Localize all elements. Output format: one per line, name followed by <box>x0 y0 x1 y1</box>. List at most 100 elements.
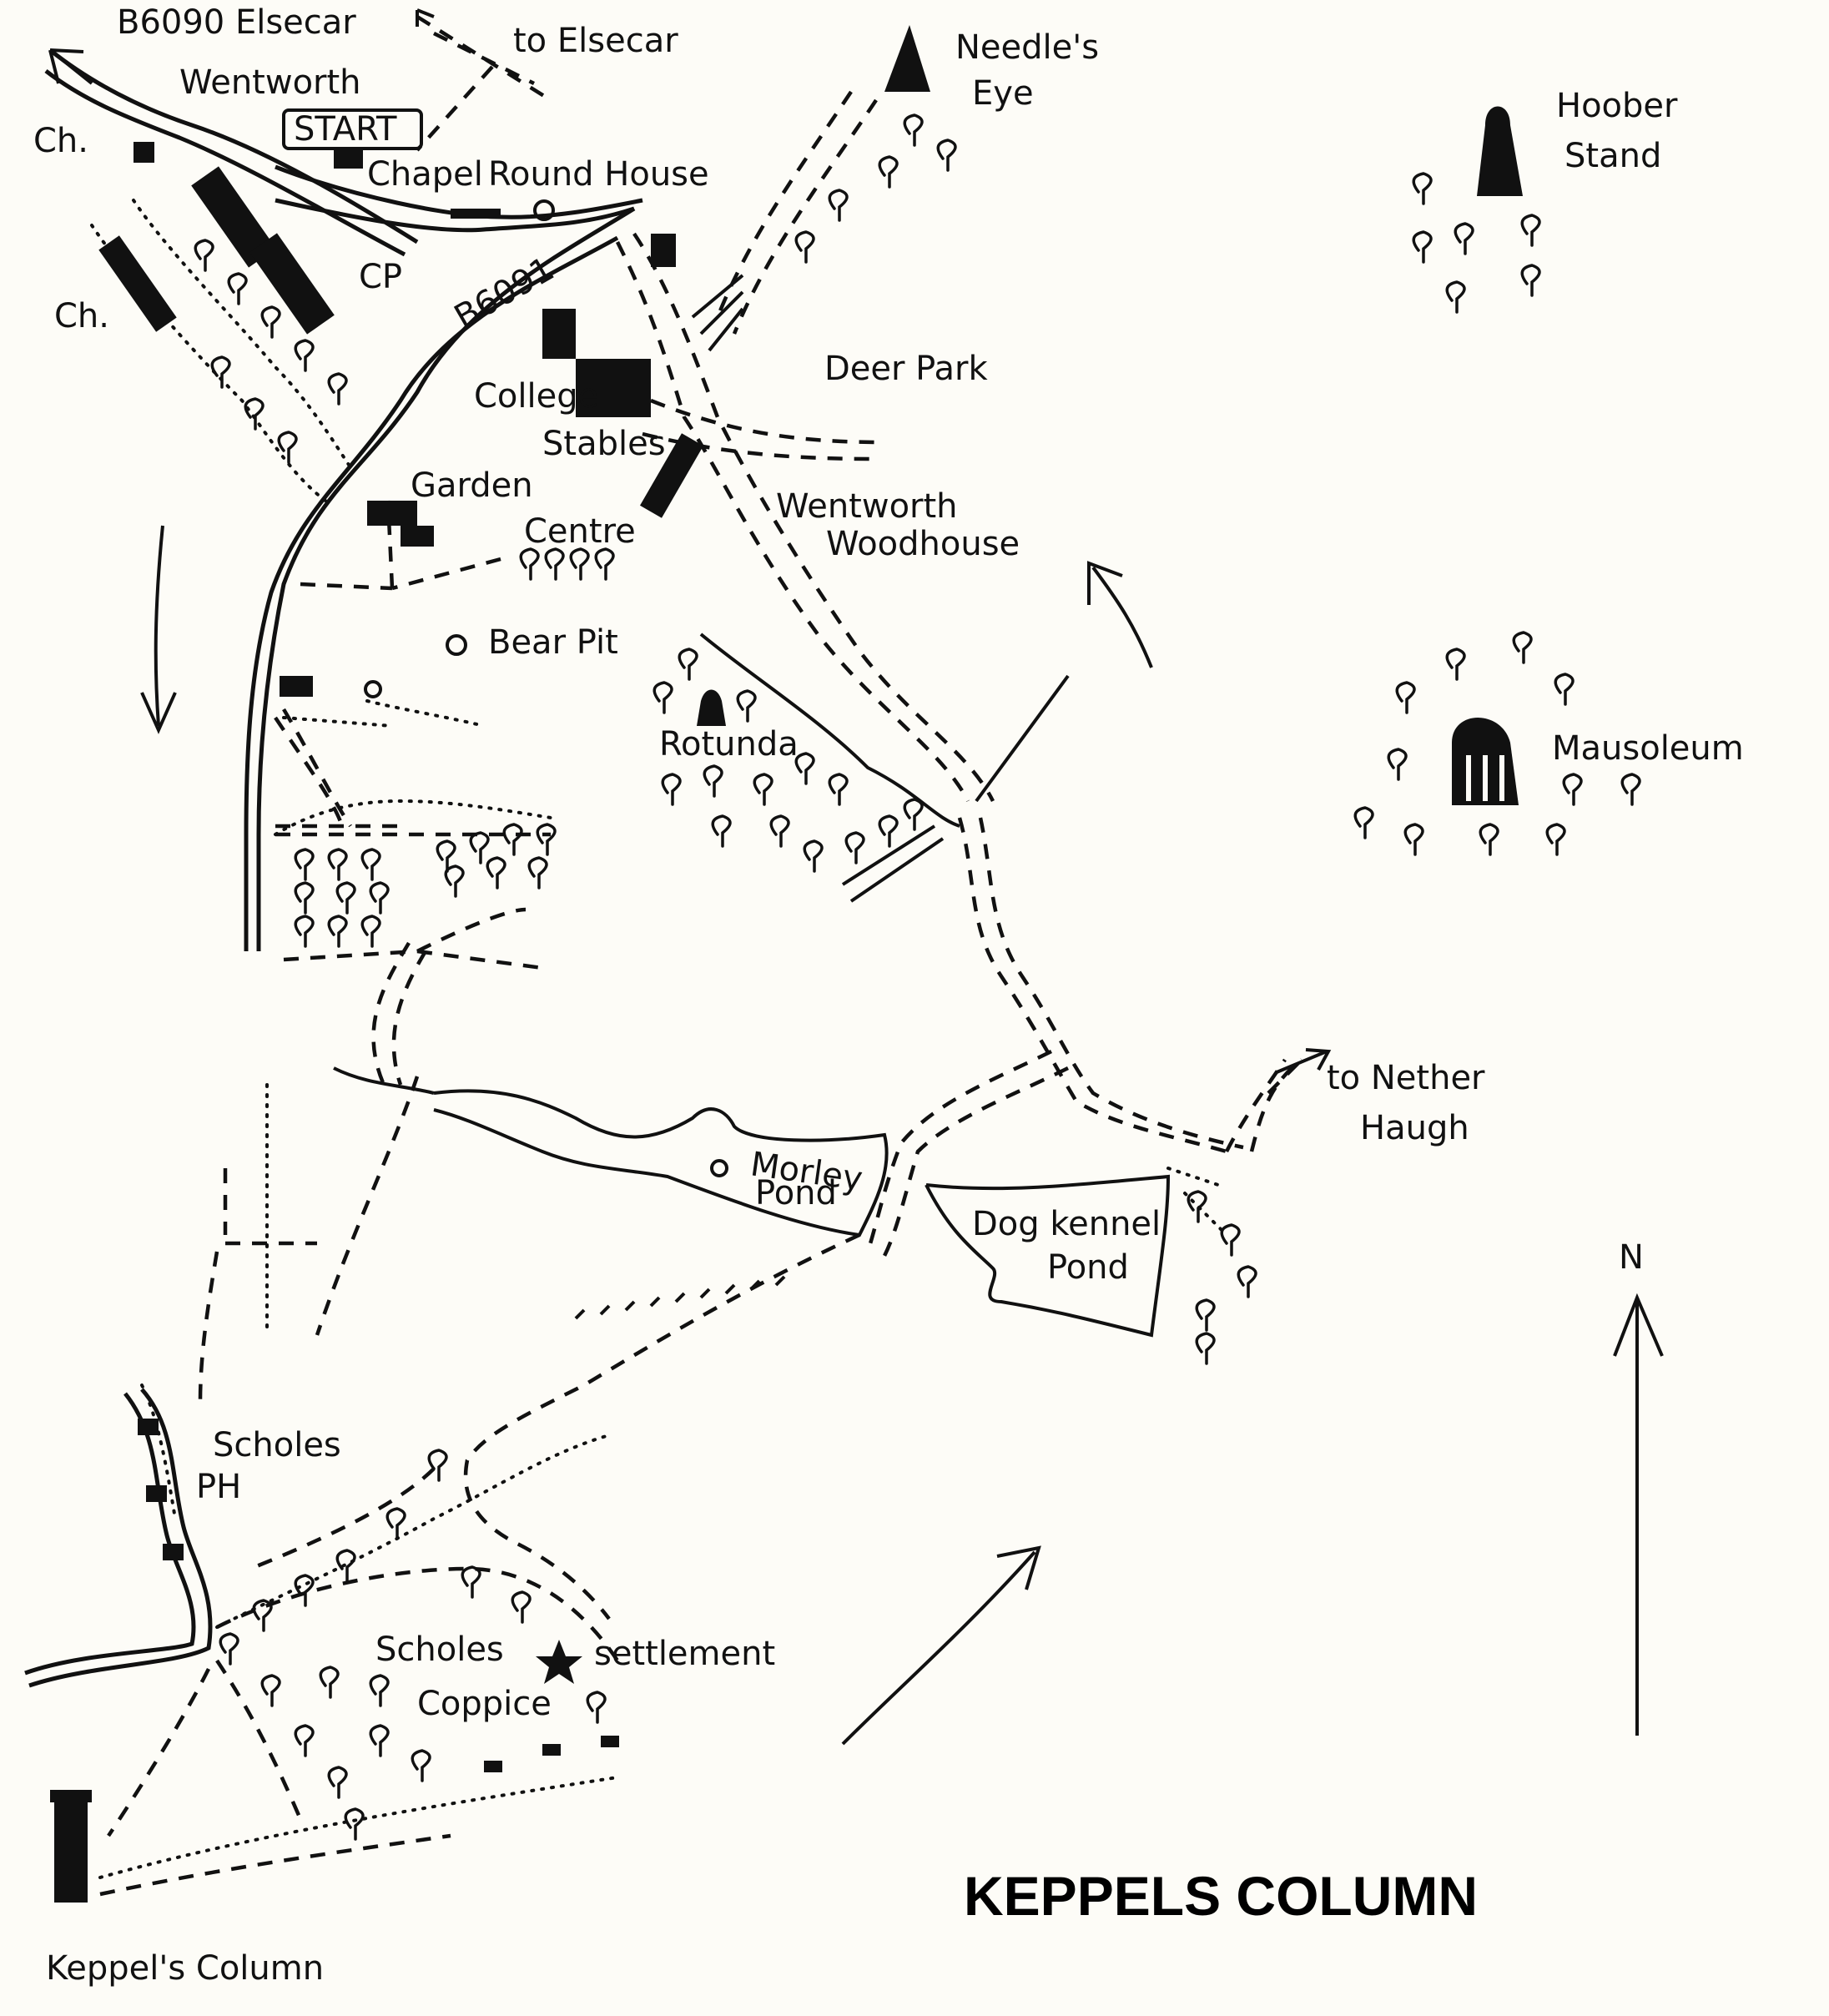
garden-circle-icon <box>364 680 382 698</box>
boundary-garden <box>282 699 486 728</box>
path-causeway-1 <box>865 1049 1053 1252</box>
tree-icon <box>794 752 815 785</box>
tree-icon <box>1445 648 1466 681</box>
label-college: College <box>474 377 598 416</box>
path-deerpark-1 <box>650 398 885 445</box>
tree-icon <box>794 230 815 264</box>
tree-icon <box>652 681 673 714</box>
ch-1-building <box>134 142 154 163</box>
stream-ww <box>699 633 960 828</box>
path-to-nether-haugh <box>1224 1058 1303 1153</box>
tree-icon <box>486 856 506 890</box>
village-row-1 <box>191 166 276 268</box>
bear-pit-hut <box>280 676 313 697</box>
keppels-column-icon <box>50 1790 92 1903</box>
tree-icon <box>878 155 899 189</box>
b6090-road-edge <box>44 69 406 257</box>
scholes-house-3 <box>163 1544 184 1560</box>
tree-icon <box>736 689 757 723</box>
rotunda-icon <box>697 689 726 726</box>
label-needles-eye-1: Needle's <box>955 28 1099 67</box>
label-dogkennel-1: Dog kennel <box>972 1205 1161 1243</box>
boundary-keppels <box>98 1776 619 1879</box>
tree-icon <box>344 1807 365 1841</box>
tree-icon <box>1562 773 1583 806</box>
path-keppels-3 <box>99 1833 451 1897</box>
college-building <box>542 309 576 359</box>
tree-icon <box>194 239 214 272</box>
label-ch-2: Ch. <box>54 297 109 335</box>
label-start: START <box>294 110 397 149</box>
tree-icon <box>369 1674 390 1707</box>
label-morley-2: Pond <box>755 1174 837 1212</box>
path-scholes-coppice-2 <box>215 1566 619 1662</box>
path-valley-1 <box>957 817 1227 1154</box>
label-wentworth: Wentworth <box>179 63 361 102</box>
tree-icon <box>294 1724 315 1757</box>
wentworth-woodhouse <box>640 433 703 518</box>
settlement-star-icon <box>536 1640 582 1684</box>
needles-eye-icon <box>884 25 930 92</box>
label-scholes-coppice-1: Scholes <box>375 1630 504 1669</box>
arrow-north-icon <box>1087 561 1153 668</box>
path-garden-fence <box>300 500 501 591</box>
tree-icon <box>544 547 565 581</box>
label-ph: PH <box>196 1468 241 1506</box>
tree-icon <box>711 814 732 848</box>
tree-icon <box>335 881 356 915</box>
stables-building <box>576 359 651 417</box>
morley-pond-circle-icon <box>710 1159 728 1177</box>
tree-icon <box>1237 1265 1257 1298</box>
tree-icon <box>294 881 315 915</box>
tree-icon <box>1554 673 1575 706</box>
path-keppels-1 <box>107 1667 211 1837</box>
tree-icon <box>252 1599 273 1632</box>
tree-icon <box>444 864 465 898</box>
tree-icon <box>360 915 381 948</box>
label-wentworth-woodhouse-1: Wentworth <box>776 487 958 526</box>
path-to-elsecar <box>416 15 552 152</box>
label-centre: Centre <box>524 512 636 551</box>
tree-icon <box>260 1674 281 1707</box>
path-scholes-coppice-1 <box>249 1467 436 1571</box>
tree-icon <box>227 272 248 305</box>
label-hoober-1: Hoober <box>1556 87 1678 125</box>
path-needles-eye-2 <box>732 98 878 335</box>
north-arrow-icon <box>1613 1293 1664 1736</box>
label-chapel: Chapel <box>367 155 483 194</box>
tree-icon <box>1512 631 1533 664</box>
tree-icon <box>427 1449 448 1482</box>
scholes-house-1 <box>138 1419 159 1435</box>
label-to-elsecar: to Elsecar <box>513 22 678 60</box>
morley-pond <box>433 1089 889 1237</box>
tree-icon <box>569 547 590 581</box>
tree-icon <box>1187 1190 1207 1223</box>
tree-icon <box>678 648 698 681</box>
path-keppels-2 <box>215 1659 303 1820</box>
path-mid-field <box>463 1232 860 1620</box>
tree-icon <box>1395 681 1416 714</box>
arrow-elsecar-b6090-icon <box>48 48 93 85</box>
field-boundaries <box>90 199 1228 1879</box>
b6091-road <box>275 198 635 233</box>
tree-icon <box>769 814 790 848</box>
path-deerpark-2 <box>642 431 877 461</box>
route-arrows <box>48 8 1664 1746</box>
tree-icon <box>1412 230 1433 264</box>
tree-icon <box>327 915 348 948</box>
tree-icon <box>210 355 231 389</box>
label-bear-pit: Bear Pit <box>488 623 618 662</box>
label-stables: Stables <box>542 425 666 463</box>
roads <box>24 48 643 1688</box>
water <box>333 633 1171 1338</box>
tree-icon <box>903 798 924 831</box>
tree-icon <box>385 1507 406 1540</box>
tree-icon <box>828 189 849 222</box>
tree-icon <box>1403 823 1424 856</box>
arrow-northeast-icon <box>841 1545 1041 1746</box>
stream-west <box>333 1066 435 1095</box>
tree-icon <box>436 839 456 873</box>
boundary-woodland <box>274 799 552 836</box>
tree-icon <box>219 1632 239 1666</box>
label-deer-park: Deer Park <box>824 350 988 388</box>
